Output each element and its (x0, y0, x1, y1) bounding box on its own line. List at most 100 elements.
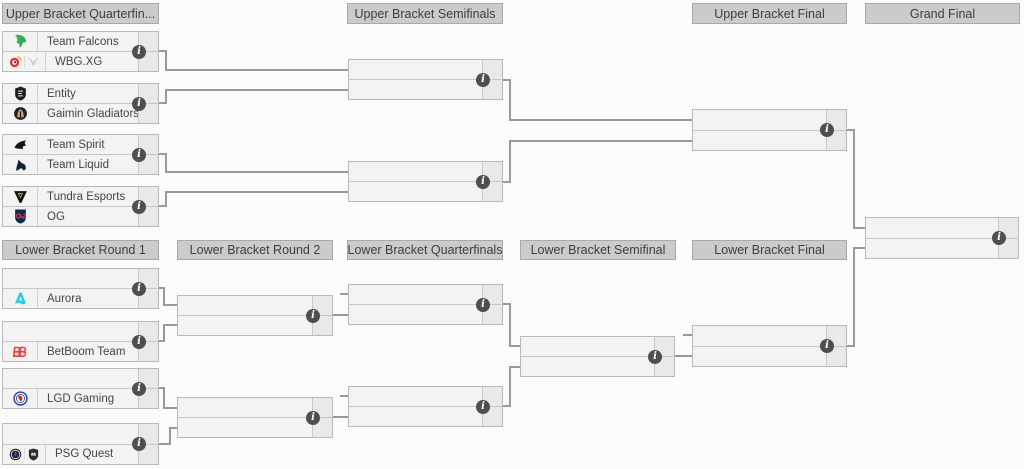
connector-line (159, 50, 166, 52)
team-name: Entity (47, 87, 76, 100)
match-lb-sf: i (520, 336, 675, 377)
connector-line (333, 416, 348, 418)
connector-line (169, 427, 171, 445)
info-icon[interactable]: i (306, 308, 320, 323)
connector-line (509, 366, 511, 407)
team-slot[interactable]: OG (3, 206, 158, 226)
info-icon[interactable]: i (132, 281, 146, 296)
info-icon[interactable]: i (132, 437, 146, 451)
tundra-icon (13, 191, 27, 203)
falcon-icon (14, 34, 26, 48)
team-slot[interactable]: Gaimin Gladiators (3, 103, 158, 123)
info-icon[interactable]: i (992, 231, 1006, 245)
match-lb-qf-2: i (348, 386, 503, 427)
team-logo-cell (3, 135, 38, 154)
connector-line (159, 340, 165, 342)
match-ub-qf-1: Team Falcons WBG.XG i (2, 31, 159, 72)
info-icon[interactable]: i (306, 410, 320, 425)
match-ub-final: i (692, 109, 847, 151)
empty-slot (521, 356, 674, 376)
header-lower-semifinal: Lower Bracket Semifinal (520, 240, 676, 260)
empty-slot (349, 79, 502, 99)
info-icon[interactable]: i (476, 399, 490, 414)
team-name: WBG.XG (55, 55, 103, 68)
aurora-icon (14, 292, 26, 305)
match-lb-r1-4: PSG Quest i (2, 423, 159, 465)
match-lb-r2-1: i (177, 295, 333, 336)
connector-line (853, 227, 865, 229)
info-icon[interactable]: i (820, 123, 834, 137)
team-logo-cell (3, 84, 38, 103)
quest-icon (28, 448, 38, 461)
team-name: Team Liquid (47, 158, 110, 171)
empty-slot (178, 417, 332, 437)
empty-slot (866, 237, 1018, 259)
info-icon[interactable]: i (132, 44, 146, 59)
betboom-icon (12, 346, 27, 357)
info-icon[interactable]: i (648, 349, 662, 364)
info-icon[interactable]: i (132, 381, 146, 396)
empty-slot (693, 345, 846, 367)
info-icon[interactable]: i (476, 72, 490, 87)
info-icon[interactable]: i (132, 96, 146, 111)
connector-line (675, 355, 692, 357)
connector-line (853, 129, 855, 229)
match-ub-qf-3: Team Spirit Team Liquid i (2, 134, 159, 175)
team-logo-cell (3, 389, 38, 408)
connector-line (509, 303, 511, 347)
connector-line (159, 205, 166, 207)
team-slot[interactable]: BetBoom Team (3, 341, 158, 361)
info-icon[interactable]: i (132, 147, 146, 162)
header-lower-round2: Lower Bracket Round 2 (177, 240, 333, 260)
connector-line (503, 405, 510, 407)
connector-line (165, 191, 167, 207)
connector-line (853, 247, 865, 249)
header-lower-final: Lower Bracket Final (692, 240, 847, 260)
match-ub-sf-2: i (348, 161, 503, 202)
connector-line (333, 314, 348, 316)
empty-slot (178, 315, 332, 335)
team-name: Gaimin Gladiators (47, 107, 138, 120)
connector-line (159, 102, 166, 104)
drop-stub-line (683, 334, 692, 336)
drop-stub-line (340, 293, 348, 295)
team-slot[interactable]: Team Spirit (3, 135, 158, 154)
team-slot[interactable]: LGD Gaming (3, 388, 158, 408)
logo-divider (23, 448, 25, 461)
connector-line (509, 119, 692, 121)
team-slot[interactable]: Tundra Esports (3, 187, 158, 206)
match-lb-final: i (692, 325, 847, 367)
connector-line (163, 287, 165, 306)
connector-line (509, 345, 520, 347)
connector-line (165, 171, 348, 173)
xg-wings-icon (27, 57, 39, 67)
connector-line (163, 324, 177, 326)
weibo-eye-icon (9, 56, 22, 68)
connector-line (165, 191, 348, 193)
team-slot[interactable]: Team Falcons (3, 32, 158, 51)
connector-line (509, 140, 692, 142)
team-slot[interactable]: Team Liquid (3, 154, 158, 174)
connector-line (159, 443, 171, 445)
info-icon[interactable]: i (132, 199, 146, 214)
team-slot[interactable]: Entity (3, 84, 158, 103)
team-slot[interactable]: Aurora (3, 288, 158, 308)
team-slot[interactable]: PSG Quest (3, 443, 158, 464)
team-name: BetBoom Team (47, 345, 126, 358)
info-icon[interactable]: i (132, 334, 146, 349)
team-slot[interactable]: WBG.XG (3, 51, 158, 71)
match-lb-r1-1: Aurora i (2, 268, 159, 309)
team-logo-cell (3, 104, 38, 123)
team-name: OG (47, 210, 65, 223)
header-lower-round1: Lower Bracket Round 1 (2, 240, 159, 260)
match-ub-qf-2: Entity Gaimin Gladiators i (2, 83, 159, 124)
info-icon[interactable]: i (820, 339, 834, 353)
team-logo-cell (3, 444, 46, 464)
team-logo-cell (3, 289, 38, 308)
connector-line (163, 324, 165, 342)
team-logo-cell (3, 155, 38, 174)
logo-divider (23, 55, 25, 68)
team-name: Team Falcons (47, 35, 119, 48)
info-icon[interactable]: i (476, 174, 490, 189)
info-icon[interactable]: i (476, 297, 490, 312)
